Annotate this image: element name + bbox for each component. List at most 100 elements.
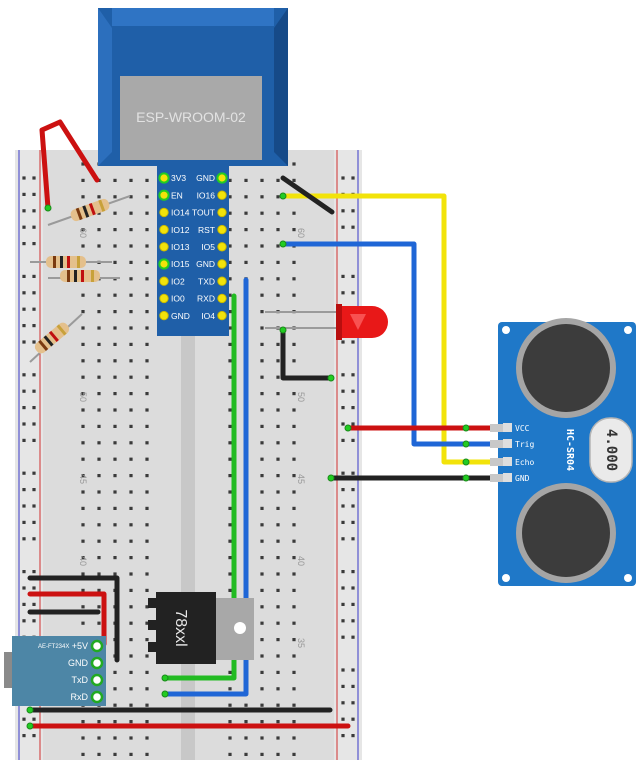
breadboard-hole	[81, 474, 85, 478]
breadboard-hole	[276, 588, 280, 592]
breadboard-hole	[22, 192, 26, 196]
row-label-right-40: 40	[296, 556, 306, 566]
breadboard-hole	[81, 228, 85, 232]
breadboard-hole	[145, 654, 149, 658]
breadboard-hole	[97, 392, 101, 396]
breadboard-hole	[292, 572, 296, 576]
wire-black-ftdi-gnd	[27, 575, 120, 663]
breadboard-hole	[228, 457, 232, 461]
breadboard-hole	[81, 720, 85, 724]
breadboard-hole	[276, 736, 280, 740]
breadboard-hole	[292, 654, 296, 658]
esp-pin-pad-left	[159, 276, 169, 286]
breadboard-hole	[32, 537, 36, 541]
breadboard-hole	[260, 490, 264, 494]
breadboard-hole	[276, 195, 280, 199]
breadboard-hole	[22, 520, 26, 524]
usb-serial-module: AE-FT234X +5V GND TxD RxD	[4, 636, 106, 706]
breadboard-hole	[228, 195, 232, 199]
esp-pin-connection-marker	[216, 172, 228, 184]
breadboard-hole	[351, 684, 355, 688]
breadboard-hole	[276, 359, 280, 363]
breadboard-hole	[81, 326, 85, 330]
breadboard-hole	[351, 570, 355, 574]
breadboard-hole	[260, 638, 264, 642]
breadboard-hole	[113, 293, 117, 297]
breadboard-hole	[113, 506, 117, 510]
esp-pin-label-left: 3V3	[171, 173, 186, 183]
breadboard-hole	[244, 244, 248, 248]
breadboard-hole	[129, 720, 133, 724]
row-label-left-60: 60	[78, 228, 88, 238]
sensor-pins: VCC Trig Echo GND	[490, 423, 534, 483]
breadboard-hole	[22, 291, 26, 295]
breadboard-hole	[97, 408, 101, 412]
breadboard-hole	[32, 340, 36, 344]
esp-pin-label-left: IO2	[171, 276, 185, 286]
esp-pin-label-right: IO4	[201, 311, 215, 321]
esp-pin-label-left: IO12	[171, 225, 190, 235]
breadboard-hole	[81, 375, 85, 379]
breadboard-hole	[129, 178, 133, 182]
breadboard-hole	[341, 422, 345, 426]
breadboard-hole	[81, 424, 85, 428]
breadboard-hole	[341, 537, 345, 541]
esp-pin-label-left: EN	[171, 190, 183, 200]
breadboard-hole	[228, 490, 232, 494]
breadboard-hole	[32, 602, 36, 606]
breadboard-hole	[228, 736, 232, 740]
breadboard-hole	[292, 228, 296, 232]
breadboard-hole	[351, 619, 355, 623]
breadboard-hole	[145, 228, 149, 232]
breadboard-hole	[97, 457, 101, 461]
breadboard-hole	[276, 474, 280, 478]
breadboard-hole	[32, 586, 36, 590]
breadboard-hole	[341, 225, 345, 229]
breadboard-hole	[341, 340, 345, 344]
breadboard-hole	[276, 490, 280, 494]
resistors	[29, 195, 131, 363]
breadboard-hole	[113, 424, 117, 428]
breadboard-hole	[22, 471, 26, 475]
breadboard-hole	[129, 703, 133, 707]
breadboard-hole	[113, 539, 117, 543]
breadboard-hole	[145, 260, 149, 264]
breadboard-hole	[129, 359, 133, 363]
breadboard-hole	[129, 490, 133, 494]
breadboard-hole	[113, 556, 117, 560]
breadboard-hole	[32, 471, 36, 475]
breadboard-hole	[351, 340, 355, 344]
breadboard-hole	[113, 687, 117, 691]
breadboard-hole	[129, 293, 133, 297]
breadboard-hole	[129, 244, 133, 248]
breadboard-hole	[260, 178, 264, 182]
breadboard-hole	[260, 277, 264, 281]
esp-pin-label-left: IO15	[171, 259, 190, 269]
breadboard-hole	[145, 310, 149, 314]
breadboard-hole	[351, 602, 355, 606]
breadboard-hole	[22, 389, 26, 393]
breadboard-hole	[32, 274, 36, 278]
breadboard-hole	[351, 635, 355, 639]
esp-pin-label-right: GND	[196, 259, 215, 269]
breadboard-hole	[276, 703, 280, 707]
sensor-pin-echo: Echo	[515, 458, 534, 467]
breadboard-hole	[145, 408, 149, 412]
breadboard-hole	[260, 670, 264, 674]
esp-pin-label-right: RXD	[197, 294, 215, 304]
breadboard-hole	[260, 687, 264, 691]
breadboard-hole	[228, 441, 232, 445]
breadboard-hole	[351, 734, 355, 738]
breadboard-hole	[260, 572, 264, 576]
breadboard-hole	[22, 242, 26, 246]
breadboard-hole	[276, 556, 280, 560]
breadboard-hole	[276, 539, 280, 543]
breadboard-hole	[228, 392, 232, 396]
breadboard-hole	[22, 176, 26, 180]
breadboard-hole	[351, 225, 355, 229]
breadboard-hole	[97, 474, 101, 478]
breadboard-hole	[145, 359, 149, 363]
breadboard-hole	[351, 176, 355, 180]
row-label-right-50: 50	[296, 392, 306, 402]
breadboard-hole	[113, 703, 117, 707]
